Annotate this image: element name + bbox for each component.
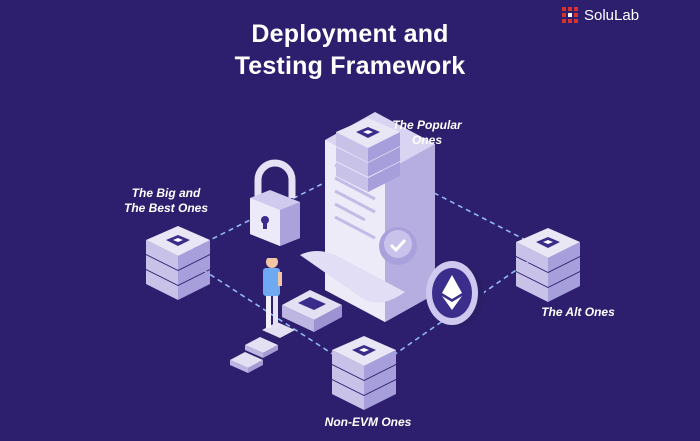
server-stack-icon <box>332 336 396 410</box>
node-label-popular-line-1: The Popular <box>392 118 462 132</box>
node-label-alt: The Alt Ones <box>530 305 626 320</box>
page-title: Deployment and Testing Framework <box>0 18 700 82</box>
floor-tiles <box>230 322 295 373</box>
padlock-icon <box>250 159 300 246</box>
node-label-big-best-line-1: The Big and <box>131 186 201 200</box>
server-stack-icon <box>336 118 400 192</box>
ethereum-coin-icon <box>426 261 484 327</box>
title-line-1: Deployment and <box>251 20 449 48</box>
node-label-alt-line-1: The Alt Ones <box>541 305 615 319</box>
solulab-grid-logo-icon <box>562 7 578 23</box>
platform <box>282 290 342 332</box>
node-label-non-evm-line-1: Non-EVM Ones <box>324 415 412 429</box>
brand-name: SoluLab <box>584 6 640 24</box>
server-stack-icon <box>146 226 210 300</box>
title-line-2: Testing Framework <box>234 52 466 80</box>
node-label-big-best: The Big and The Best Ones <box>116 186 216 216</box>
server-stack-icon <box>516 228 580 302</box>
node-label-big-best-line-2: The Best Ones <box>123 201 209 215</box>
node-label-popular: The Popular Ones <box>382 118 472 148</box>
checkmark-seal-icon <box>379 227 417 265</box>
node-label-popular-line-2: Ones <box>411 133 442 147</box>
node-label-non-evm: Non-EVM Ones <box>312 415 424 430</box>
brand-logo: SoluLab <box>562 6 639 24</box>
person-figure-icon <box>263 254 282 328</box>
